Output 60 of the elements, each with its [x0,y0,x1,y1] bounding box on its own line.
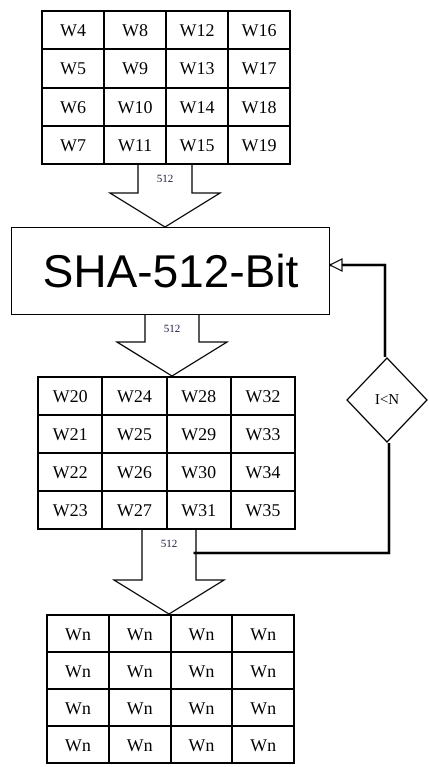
table-cell: Wn [47,689,109,726]
table-cell: W11 [104,126,166,164]
table-cell: Wn [108,652,170,689]
table-cell: W5 [42,49,104,88]
table-cell: W9 [104,49,166,88]
table-cell: Wn [232,689,294,726]
edge-label: 512 [164,324,180,335]
table-cell: Wn [232,652,294,689]
condition-text: I<N [374,392,400,408]
table-cell: Wn [108,726,170,763]
table-cell: Wn [47,726,109,763]
table-cell: W7 [42,126,104,164]
table-cell: Wn [47,652,109,689]
table-cell: W17 [228,49,290,88]
data-table [37,376,296,530]
table-cell: W15 [166,126,228,164]
table-cell: Wn [170,652,232,689]
table-cell: Wn [170,726,232,763]
table-cell: W4 [42,11,104,50]
table-cell: W18 [228,88,290,126]
table-cell: W31 [166,491,231,529]
table-cell: W14 [166,88,228,126]
table-cell: W13 [166,49,228,88]
table-cell: W16 [228,11,290,50]
table-cell: W33 [230,415,295,453]
table-cell: Wn [108,615,170,652]
edge-label: 512 [160,539,178,550]
block-arrow [108,164,222,228]
table-cell: Wn [232,615,294,652]
table-cell: Wn [232,726,294,763]
block-arrow [114,314,230,377]
table-cell: W21 [38,415,102,453]
block-arrow [112,529,226,615]
table-cell: W10 [104,88,166,126]
arrow [329,258,386,357]
table-cell: Wn [47,615,109,652]
table-cell: W30 [166,453,231,491]
table-cell: W20 [38,377,102,415]
table-cell: W28 [166,377,231,415]
table-cell: W35 [230,491,295,529]
table-cell: Wn [108,689,170,726]
table-cell: W32 [230,377,295,415]
table-cell: W12 [166,11,228,50]
table-cell: Wn [170,615,232,652]
data-table [41,10,291,165]
table-cell: W24 [102,377,166,415]
table-cell: Wn [170,689,232,726]
table-cell: W26 [102,453,166,491]
table-cell: W29 [166,415,231,453]
edge-label: 512 [156,174,174,185]
table-cell: W6 [42,88,104,126]
table-cell: W19 [228,126,290,164]
table-cell: W22 [38,453,102,491]
table-cell: W8 [104,11,166,50]
table-cell: W25 [102,415,166,453]
table-cell: W34 [230,453,295,491]
table-cell: W23 [38,491,102,529]
data-table [46,614,295,764]
table-cell: W27 [102,491,166,529]
process-box: SHA-512-Bit [11,227,330,315]
